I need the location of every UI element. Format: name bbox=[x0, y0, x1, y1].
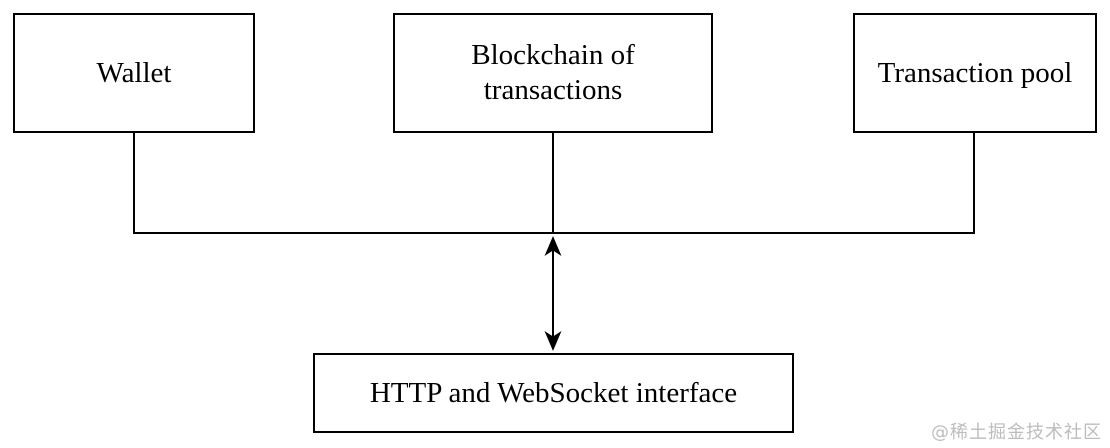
node-http-websocket-interface-label: HTTP and WebSocket interface bbox=[369, 376, 738, 409]
watermark: @稀土掘金技术社区 bbox=[931, 422, 1102, 443]
node-http-websocket-interface: HTTP and WebSocket interface bbox=[313, 353, 794, 433]
node-transaction-pool: Transaction pool bbox=[853, 13, 1097, 133]
node-transaction-pool-label: Transaction pool bbox=[877, 56, 1073, 89]
node-blockchain: Blockchain of transactions bbox=[393, 13, 713, 133]
arrowhead-down-icon bbox=[544, 331, 562, 351]
node-wallet: Wallet bbox=[13, 13, 255, 133]
arrowhead-up-icon bbox=[544, 236, 562, 256]
node-blockchain-label: Blockchain of transactions bbox=[471, 39, 635, 106]
node-wallet-label: Wallet bbox=[96, 56, 172, 89]
